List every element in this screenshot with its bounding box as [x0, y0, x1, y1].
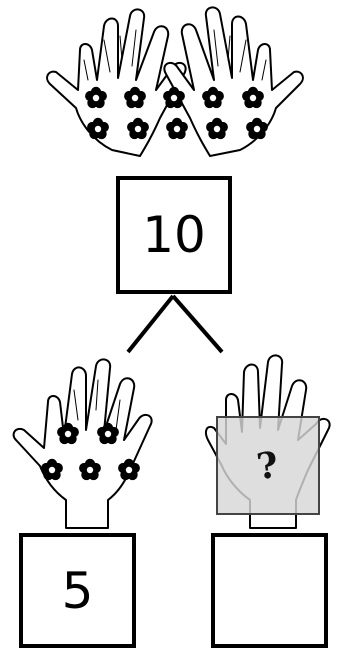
flower-icon	[166, 118, 188, 139]
bottom-left-hand-icon	[14, 359, 152, 528]
total-number: 10	[142, 210, 206, 260]
left-part-box: 5	[19, 533, 136, 648]
split-lines	[128, 296, 222, 352]
left-part-number: 5	[62, 566, 94, 616]
question-mark: ?	[255, 443, 282, 488]
total-box: 10	[116, 176, 232, 294]
hidden-part-cover: ?	[216, 416, 320, 515]
top-left-hand-icon	[47, 9, 186, 156]
right-part-box[interactable]	[211, 533, 328, 648]
